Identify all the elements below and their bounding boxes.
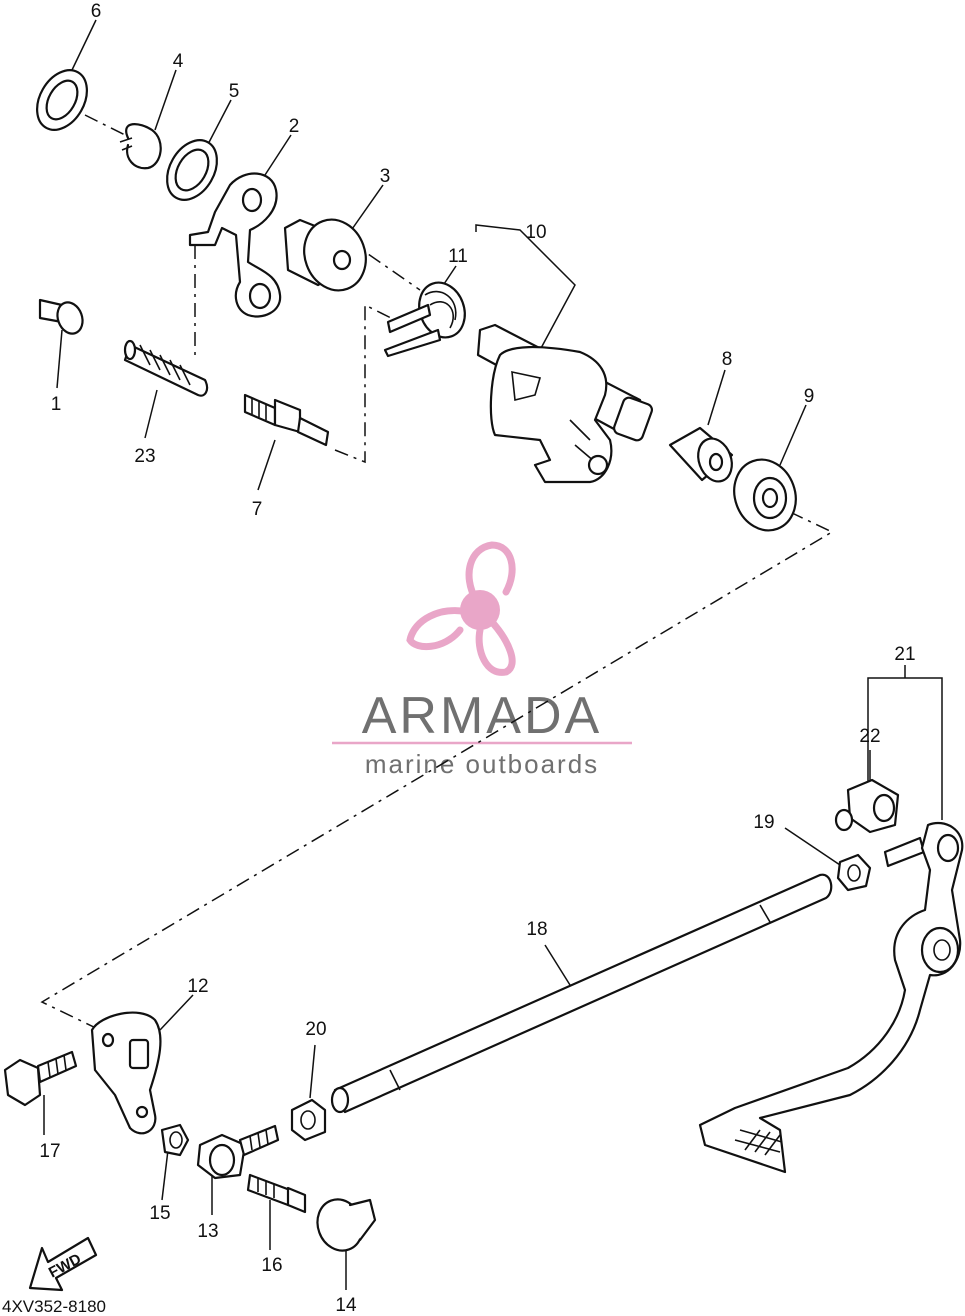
part-10-shift-shaft (476, 323, 654, 484)
part-number-5: 5 (229, 81, 240, 102)
part-number-12: 12 (187, 976, 208, 997)
part-3-bushing (283, 218, 367, 292)
part-18-shift-rod (330, 873, 833, 1114)
part-number-1: 1 (51, 394, 62, 415)
brand-name: ARMADA (362, 687, 602, 745)
part-number-16: 16 (261, 1255, 282, 1276)
part-number-6: 6 (91, 1, 102, 22)
part-number-18: 18 (526, 919, 547, 940)
part-number-14: 14 (335, 1295, 357, 1316)
part-number-17: 17 (39, 1141, 60, 1162)
part-9-oil-seal (733, 458, 797, 532)
part-12-shift-arm (90, 1011, 162, 1135)
assembly-lines (40, 114, 834, 1031)
part-number-4: 4 (173, 51, 184, 72)
part-number-23: 23 (134, 446, 155, 467)
part-number-2: 2 (289, 116, 300, 137)
part-22-rod-end (834, 778, 926, 868)
part-16-bolt (246, 1173, 307, 1214)
part-23-spring (123, 339, 209, 397)
part-13-rod-end (196, 1124, 280, 1180)
part-17-bolt (3, 1050, 78, 1107)
part-1-pin (38, 298, 84, 335)
part-number-20: 20 (305, 1019, 326, 1040)
propeller-logo-icon (406, 541, 516, 676)
part-number-3: 3 (380, 166, 391, 187)
part-2-lever-plate (188, 172, 282, 318)
part-number-10: 10 (525, 222, 546, 243)
part-8-collar (668, 426, 734, 483)
drawing-code: 4XV352-8180 (2, 1297, 106, 1316)
part-number-13: 13 (197, 1221, 218, 1242)
fwd-direction-marker: FWD (28, 1236, 98, 1292)
part-number-7: 7 (252, 499, 263, 520)
part-14-cap (316, 1198, 377, 1252)
armada-watermark: ARMADA marine outboards (332, 541, 632, 779)
brand-tagline: marine outboards (365, 749, 599, 779)
part-20-nut (290, 1098, 327, 1142)
part-number-22: 22 (859, 726, 880, 747)
part-4-circlip (119, 123, 162, 170)
part-19-nut (836, 853, 872, 892)
part-5-washer (166, 139, 218, 201)
part-number-19: 19 (753, 812, 774, 833)
part-number-8: 8 (722, 349, 733, 370)
part-11-torsion-spring (383, 281, 466, 358)
leader-lines (43, 19, 943, 1290)
part-number-21: 21 (894, 644, 915, 665)
part-number-9: 9 (804, 386, 815, 407)
fwd-arrow-icon (28, 1236, 98, 1292)
part-number-11: 11 (448, 246, 468, 267)
part-15-nut (160, 1123, 190, 1157)
part-7-stopper-bolt (243, 393, 330, 447)
part-6-washer (36, 69, 88, 131)
propeller-hub-icon (460, 590, 500, 630)
part-number-15: 15 (149, 1203, 170, 1224)
part-number-labels: 6 4 5 2 3 10 11 8 9 1 23 7 21 22 19 18 1… (39, 1, 915, 1316)
part-21-shift-pedal (698, 822, 964, 1174)
